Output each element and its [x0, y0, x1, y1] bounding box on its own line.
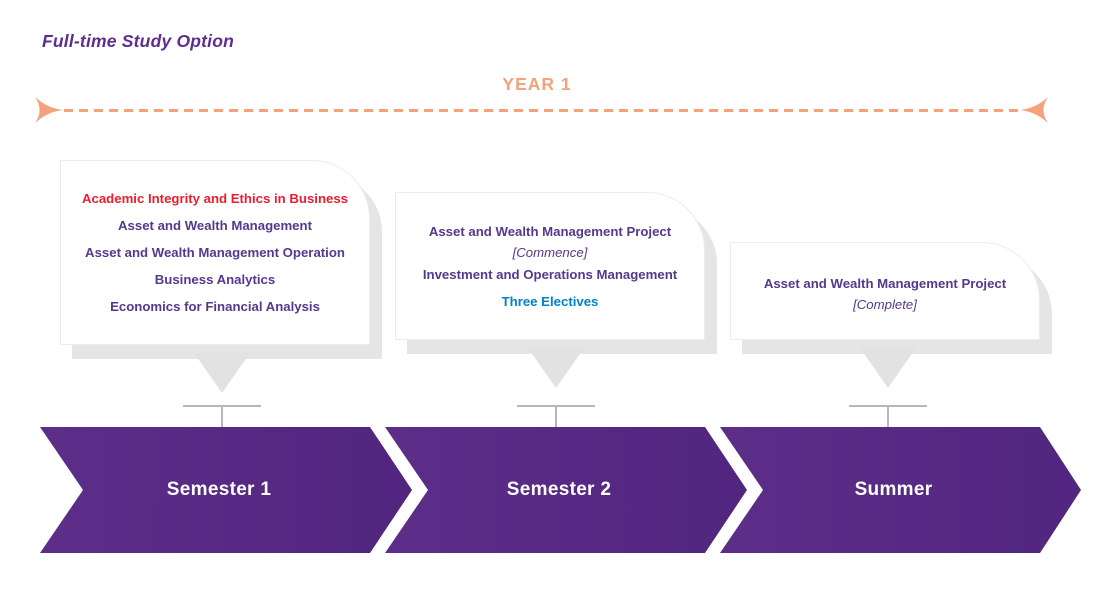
segment-semester-2: Semester 2 — [385, 427, 747, 553]
course-line: Academic Integrity and Ethics in Busines… — [81, 191, 349, 206]
connector-tick — [887, 405, 889, 427]
course-line: Asset and Wealth Management Project — [763, 275, 1007, 291]
page-title: Full-time Study Option — [42, 31, 235, 51]
callout-semester-1: Academic Integrity and Ethics in Busines… — [60, 160, 382, 359]
course-status-note: [Commence] — [512, 244, 588, 260]
course-line: Asset and Wealth Management — [118, 218, 312, 233]
course-line: Investment and Operations Management — [422, 266, 678, 282]
callout-bubble: Asset and Wealth Management Project [Com… — [730, 242, 1040, 340]
course-status-note: [Complete] — [853, 296, 917, 312]
year-label: YEAR 1 — [502, 74, 572, 94]
timeline-left-arrow-icon — [35, 97, 63, 123]
timeline-dashed-line — [64, 109, 1020, 112]
callout-tail-pointer — [860, 348, 916, 388]
course-line: Economics for Financial Analysis — [110, 299, 320, 314]
segment-summer: Summer — [720, 427, 1081, 553]
course-line: Business Analytics — [154, 272, 276, 287]
callout-bubble: Asset and Wealth Management Project [Com… — [395, 192, 705, 340]
callout-tail-pointer — [194, 353, 250, 393]
segment-label: Semester 2 — [506, 479, 612, 500]
callout-tail-pointer — [528, 348, 584, 388]
segment-label: Summer — [854, 479, 933, 500]
segment-semester-1: Semester 1 — [40, 427, 412, 553]
callout-summer: Asset and Wealth Management Project [Com… — [730, 242, 1052, 354]
callout-bubble: Academic Integrity and Ethics in Busines… — [60, 160, 370, 345]
course-line: Three Electives — [501, 293, 599, 309]
callout-semester-2: Asset and Wealth Management Project [Com… — [395, 192, 717, 354]
connector-tick — [555, 405, 557, 427]
course-line: Asset and Wealth Management Operation — [85, 245, 345, 260]
connector-tick — [221, 405, 223, 427]
timeline-right-arrow-icon — [1020, 97, 1048, 123]
segment-label: Semester 1 — [166, 479, 272, 500]
course-line: Asset and Wealth Management Project — [428, 223, 672, 239]
